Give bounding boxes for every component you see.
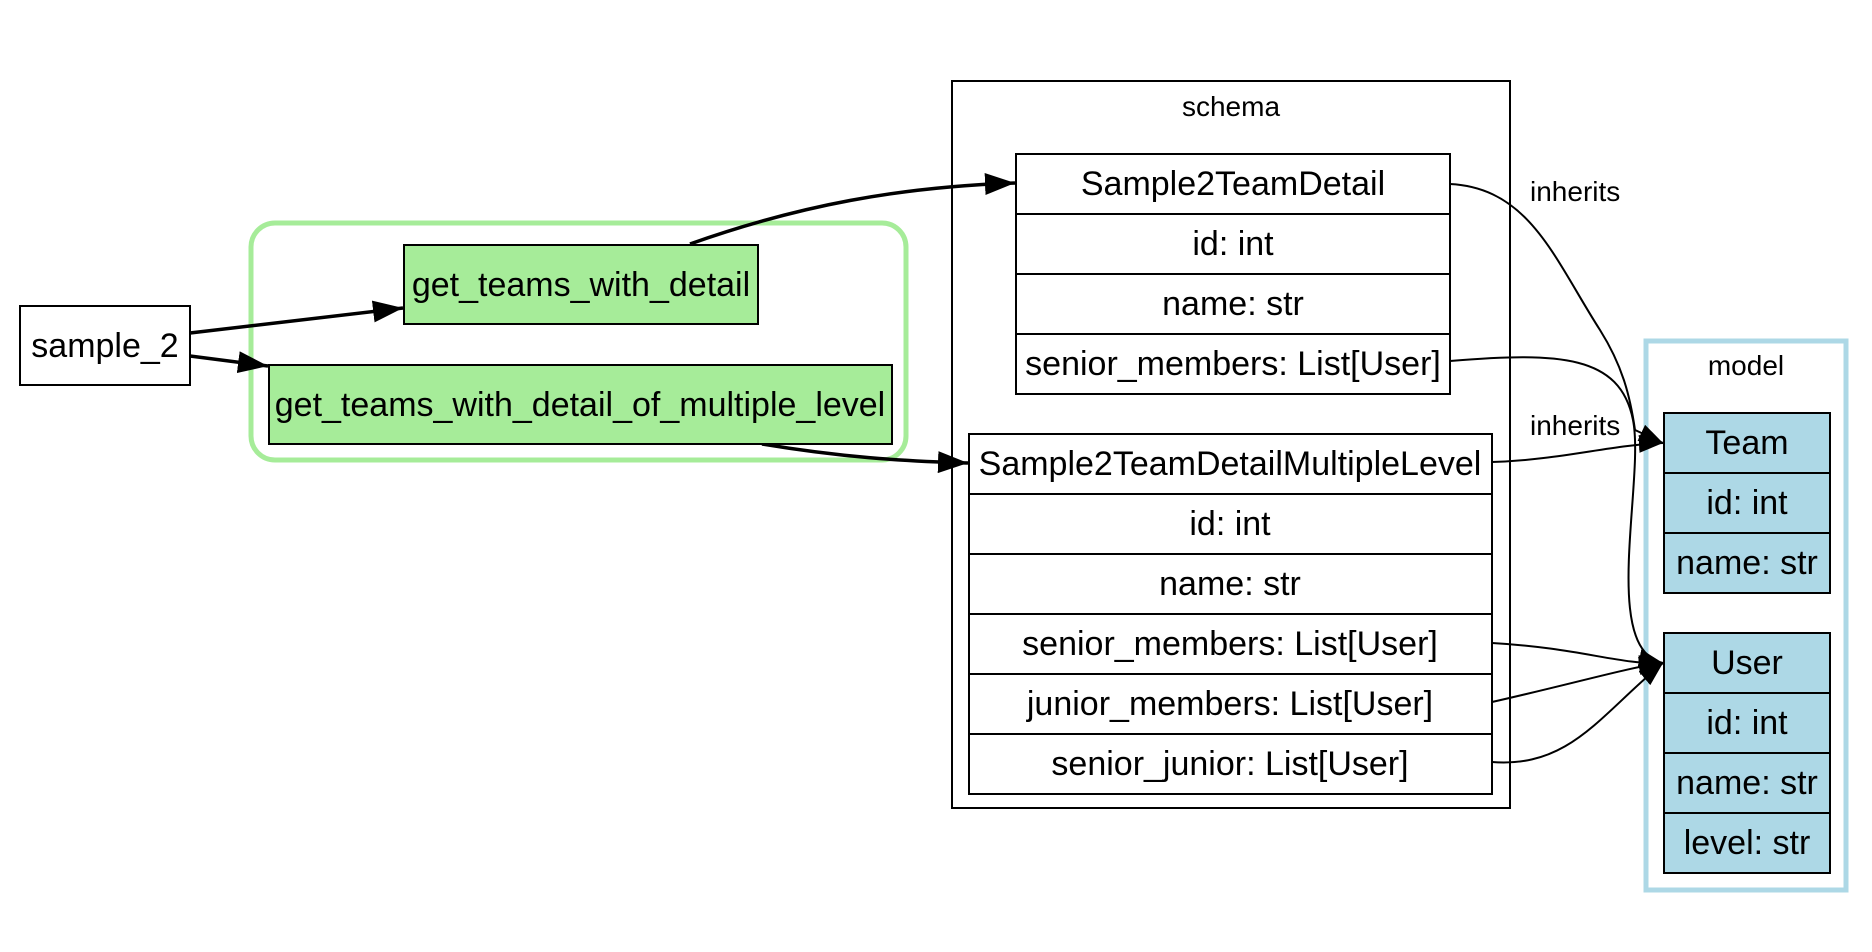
edge-sample2-to-route2 bbox=[189, 351, 269, 374]
edges: inherits inherits bbox=[189, 173, 1664, 764]
model-team-name: Team bbox=[1705, 424, 1788, 462]
model-user-field: id: int bbox=[1706, 704, 1788, 742]
route-get-teams-with-detail-label: get_teams_with_detail bbox=[412, 266, 750, 304]
schema-sample2teamdetail-name: Sample2TeamDetail bbox=[1081, 165, 1385, 203]
node-sample-2-label: sample_2 bbox=[31, 327, 178, 365]
model-user-field: name: str bbox=[1676, 764, 1818, 802]
schema-sample2teamdetailmultiplelevel-field: senior_junior: List[User] bbox=[1051, 745, 1408, 783]
model-user-field: level: str bbox=[1684, 824, 1811, 862]
model-user-name: User bbox=[1711, 644, 1783, 682]
edge-sample2-to-route1 bbox=[189, 300, 404, 335]
schema-sample2teamdetailmultiplelevel-field: id: int bbox=[1189, 505, 1271, 543]
schema-sample2teamdetailmultiplelevel-field: senior_members: List[User] bbox=[1022, 625, 1438, 663]
route-get-teams-with-detail-of-multiple-level-label: get_teams_with_detail_of_multiple_level bbox=[275, 386, 886, 424]
schema-sample2teamdetail-field: senior_members: List[User] bbox=[1025, 345, 1441, 383]
edge-schema2-junior-to-user bbox=[1491, 656, 1664, 703]
edge-label-inherits-2: inherits bbox=[1530, 410, 1620, 441]
schema-sample2teamdetailmultiplelevel-field: name: str bbox=[1159, 565, 1301, 603]
edge-schema1-senior-to-user bbox=[1449, 356, 1664, 667]
schema-sample2teamdetailmultiplelevel[interactable]: Sample2TeamDetailMultipleLevel id: int n… bbox=[968, 433, 1493, 795]
model-cluster: model bbox=[1643, 338, 1849, 893]
edge-route1-to-schema1 bbox=[689, 173, 1016, 246]
edge-schema1-inherits-team bbox=[1449, 183, 1664, 444]
edge-schema2-senior-to-user bbox=[1491, 642, 1664, 674]
schema-cluster-label: schema bbox=[1182, 91, 1280, 122]
edge-schema2-seniorjunior-to-user bbox=[1491, 662, 1664, 764]
schema-cluster: schema bbox=[951, 80, 1511, 809]
routes-cluster bbox=[248, 220, 909, 463]
model-team-field: name: str bbox=[1676, 544, 1818, 582]
model-team-field: id: int bbox=[1706, 484, 1788, 522]
model-cluster-label: model bbox=[1708, 350, 1784, 381]
schema-sample2teamdetailmultiplelevel-name: Sample2TeamDetailMultipleLevel bbox=[979, 445, 1482, 483]
schema-sample2teamdetail-field: name: str bbox=[1162, 285, 1304, 323]
schema-sample2teamdetailmultiplelevel-field: junior_members: List[User] bbox=[1026, 685, 1433, 723]
model-user[interactable]: User id: int name: str level: str bbox=[1663, 632, 1831, 874]
model-team[interactable]: Team id: int name: str bbox=[1663, 412, 1831, 594]
schema-sample2teamdetail[interactable]: Sample2TeamDetail id: int name: str seni… bbox=[1015, 153, 1451, 395]
node-sample-2[interactable]: sample_2 bbox=[19, 305, 191, 386]
route-get-teams-with-detail[interactable]: get_teams_with_detail bbox=[403, 244, 759, 325]
route-get-teams-with-detail-of-multiple-level[interactable]: get_teams_with_detail_of_multiple_level bbox=[268, 364, 893, 445]
edge-label-inherits-1: inherits bbox=[1530, 176, 1620, 207]
edge-schema2-inherits-team bbox=[1491, 434, 1664, 463]
edge-route2-to-schema2 bbox=[761, 442, 969, 474]
schema-sample2teamdetail-field: id: int bbox=[1192, 225, 1274, 263]
